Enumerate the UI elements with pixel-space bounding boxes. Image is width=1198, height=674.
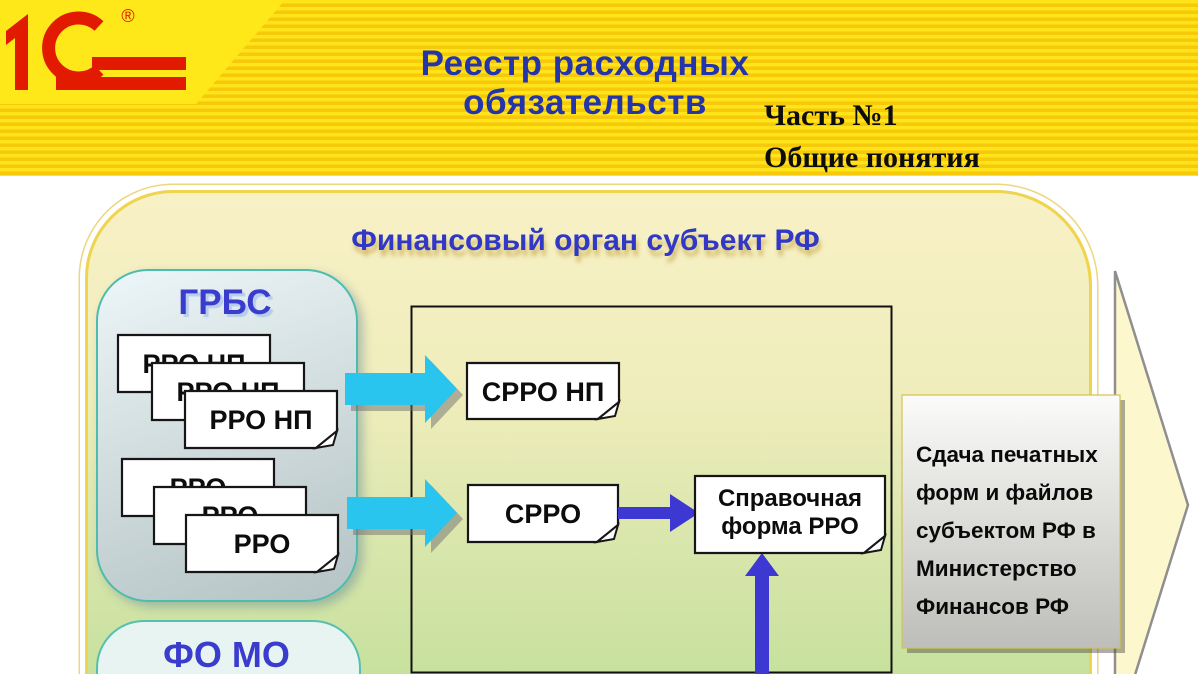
- slide-title-line1: Реестр расходных: [420, 44, 750, 83]
- header-band: ® Реестр расходных обязательств Часть №1…: [0, 0, 1198, 176]
- export-arrow: [1113, 270, 1190, 674]
- 1c-logo: ®: [6, 6, 186, 90]
- fo-mo-label: ФО МО: [163, 634, 290, 674]
- reference-form-doc: Справочная форма РРО: [693, 474, 887, 555]
- logo-digit-1: [6, 14, 28, 90]
- registered-mark: ®: [121, 6, 134, 26]
- srro-doc: СРРО: [466, 483, 620, 544]
- reference-form-line1: Справочная: [718, 485, 862, 512]
- cyan-arrow-icon: [347, 479, 457, 547]
- export-note-line2: форм и файлов: [916, 480, 1093, 505]
- slide-title-line2: обязательств: [463, 83, 707, 122]
- export-note-line4: Министерство: [916, 556, 1077, 581]
- srro-np-doc: СРРО НП: [465, 361, 621, 421]
- logo-bar-lower: [56, 77, 186, 90]
- srro-doc-label: СРРО: [505, 499, 581, 529]
- export-note-line5: Финансов РФ: [916, 594, 1069, 619]
- srro-np-doc-label: СРРО НП: [482, 377, 605, 407]
- export-note-panel: Сдача печатных форм и файлов субъектом Р…: [901, 394, 1125, 653]
- export-note-line1: Сдача печатных: [916, 442, 1098, 467]
- slide-subtitle: Часть №1 Общие понятия: [764, 95, 980, 179]
- logo-bar-upper: [92, 57, 186, 70]
- reference-form-line2: форма РРО: [721, 513, 859, 540]
- blue-up-arrow-icon: [745, 553, 779, 674]
- slide-title: Реестр расходных обязательств: [330, 44, 840, 122]
- rro-np-doc-3-label: РРО НП: [209, 405, 312, 435]
- slide-subtitle-line1: Часть №1: [764, 99, 898, 132]
- registry-boundary-rect: [410, 305, 893, 674]
- cyan-arrow-np-icon: [345, 355, 457, 423]
- fo-mo-box: [96, 620, 361, 674]
- slide-subtitle-line2: Общие понятия: [764, 141, 980, 174]
- finance-authority-title: Финансовый орган субъект РФ: [351, 224, 820, 257]
- rro-doc-3: РРО: [184, 513, 340, 574]
- rro-doc-3-label: РРО: [234, 529, 291, 559]
- export-note-line3: субъектом РФ в: [916, 518, 1096, 543]
- blue-right-arrow-icon: [618, 494, 699, 532]
- rro-np-doc-3: РРО НП: [183, 389, 339, 450]
- grbs-label: ГРБС: [178, 283, 272, 322]
- export-note-bg: [901, 394, 1121, 649]
